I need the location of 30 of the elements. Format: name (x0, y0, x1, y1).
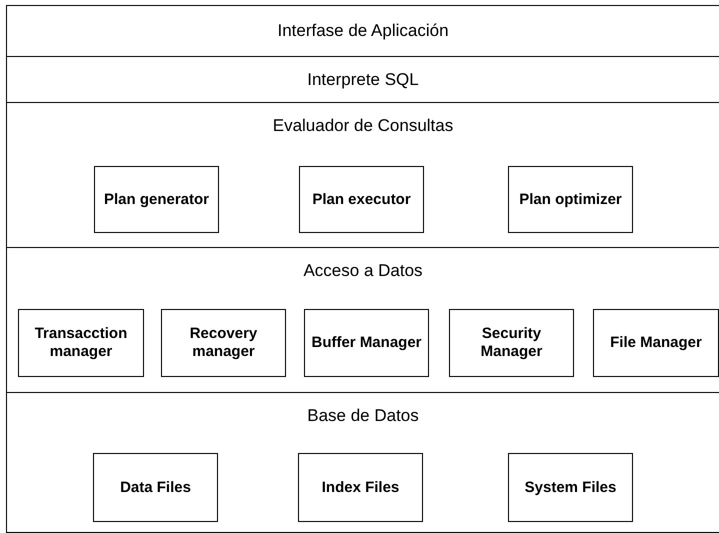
component-label: Data Files (119, 478, 192, 496)
component-box (304, 309, 429, 377)
component-box (508, 453, 633, 522)
component-label: System Files (524, 478, 618, 496)
component-label: Plan executor (311, 190, 412, 208)
layer-title: Evaluador de Consultas (272, 116, 454, 135)
component-label: Buffer Manager (310, 334, 423, 352)
component-box (449, 309, 574, 377)
component-label: Security Manager (480, 325, 544, 361)
component-box (298, 453, 423, 522)
component-label: Transacction manager (34, 325, 128, 361)
layer-band (6, 247, 719, 393)
layer-band (6, 5, 719, 57)
component-box (593, 309, 719, 377)
layer-title: Acceso a Datos (303, 261, 423, 280)
component-box (93, 453, 218, 522)
component-label: Index Files (320, 478, 400, 496)
component-box (299, 166, 424, 233)
component-label: Plan optimizer (518, 190, 623, 208)
component-box (161, 309, 286, 377)
layer-title: Base de Datos (307, 406, 419, 425)
layer-title: Interprete SQL (307, 68, 419, 91)
component-box (94, 166, 219, 233)
layer-title: Interfase de Aplicación (277, 20, 449, 42)
component-box (18, 309, 144, 377)
component-label: File Manager (609, 334, 703, 352)
component-box (508, 166, 633, 233)
layer-band (6, 392, 719, 533)
component-label: Recovery manager (188, 325, 258, 361)
component-label: Plan generator (102, 190, 210, 208)
